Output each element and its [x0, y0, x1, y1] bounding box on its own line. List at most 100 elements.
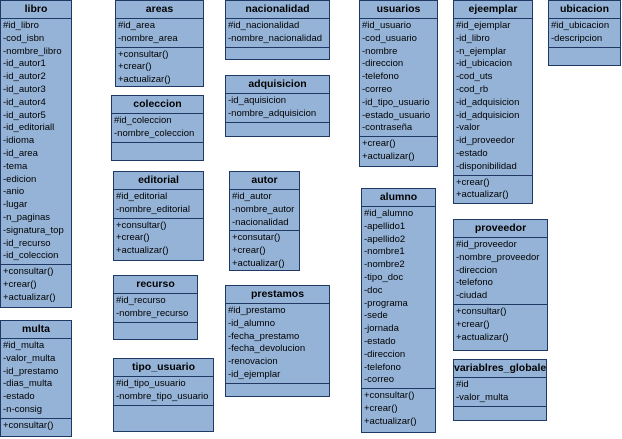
methods-section: +consutar()+crear()+actualizar() [230, 231, 299, 271]
method: +crear() [456, 318, 490, 330]
attribute: -nombre_tipo_usuario [116, 390, 209, 402]
methods-section [226, 48, 329, 60]
attribute: -id_adquisicion [456, 96, 520, 108]
attribute: -apellido1 [364, 220, 406, 232]
methods-section [454, 407, 546, 423]
method: +actualizar() [3, 291, 56, 303]
class-title: coleccion [112, 96, 203, 114]
method: +actualizar() [364, 415, 417, 427]
attribute: #id_proveedor [456, 239, 517, 250]
class-title: proveedor [454, 220, 547, 238]
attribute: -n-consig [3, 403, 43, 415]
attribute: -correo [362, 83, 393, 95]
attributes-section: #id_recurso-nombre_recurso [114, 294, 197, 323]
class-title: ubicacion [549, 1, 620, 19]
attribute: -lugar [3, 199, 28, 211]
attribute: #id_editorial [116, 191, 168, 202]
attribute: -id_prestamo [3, 365, 59, 377]
attribute: -nombre1 [364, 246, 405, 258]
attribute: -doc [364, 284, 383, 296]
attribute: -estado [456, 147, 488, 159]
class-title: usuarios [360, 1, 437, 19]
method: +crear() [116, 232, 150, 244]
method: +crear() [3, 278, 37, 290]
attribute: #id_multa [3, 340, 45, 351]
class-editorial: editorial#id_editorial-nombre_editorial+… [113, 171, 204, 261]
attribute: -nombre_autor [232, 203, 295, 215]
attributes-section: #id_editorial-nombre_editorial [114, 190, 203, 219]
class-variablres-globales: variablres_globales#id-valor_multa [453, 359, 547, 421]
attribute: #id [456, 379, 469, 390]
attribute: -id_coleccion [3, 250, 59, 262]
attribute: -estado [364, 335, 396, 347]
attribute: -edicion [3, 173, 37, 185]
attribute: -cod_rb [456, 83, 489, 95]
attribute: -ciudad [456, 290, 488, 302]
attribute: -id_adquisicion [456, 109, 520, 121]
class-recurso: recurso#id_recurso-nombre_recurso [113, 275, 198, 340]
attribute: -id_editoriall [3, 122, 55, 134]
method: +consultar() [364, 390, 415, 402]
methods-section [549, 48, 620, 50]
class-title: areas [116, 1, 203, 19]
attributes-section: #id_tipo_usuario-nombre_tipo_usuario [114, 377, 213, 406]
method: +crear() [118, 61, 152, 73]
attributes-section: #id_autor-nombre_autor-nacionalidad [230, 190, 299, 232]
attribute: -estado [3, 391, 35, 403]
class-title: prestamos [226, 286, 329, 304]
attribute: -sede [364, 310, 388, 322]
attributes-section: #id_alumno-apellido1-apellido2-nombre1-n… [362, 207, 435, 390]
class-prestamos: prestamos#id_prestamo-id_alumno-fecha_pr… [225, 285, 330, 397]
attribute: -id_autor3 [3, 83, 46, 95]
attribute: -nombre [362, 45, 398, 57]
attribute: -id_autor1 [3, 58, 46, 70]
attribute: -apellido2 [364, 233, 406, 245]
attribute: -direccion [364, 348, 406, 360]
attribute: #id_usuario [362, 20, 412, 31]
attribute: -estado_usuario [362, 109, 431, 121]
attribute: -id_autor5 [3, 109, 46, 121]
attribute: -signatura_top [3, 224, 64, 236]
method: +actualizar() [456, 189, 509, 201]
attribute: #id_libro [3, 20, 39, 31]
attributes-section: #id_prestamo-id_alumno-fecha_prestamo-fe… [226, 304, 329, 384]
attribute: -cod_usuario [362, 32, 417, 44]
class-title: autor [230, 172, 299, 190]
class-title: ejeemplar [454, 1, 532, 19]
class-ejeemplar: ejeemplar#id_ejemplar-id_libro-n_ejempla… [453, 0, 533, 204]
methods-section: +crear()+actualizar() [454, 176, 532, 204]
attribute: #id_ubicacion [551, 20, 610, 31]
attribute: -dias_multa [3, 378, 53, 390]
attribute: -programa [364, 297, 408, 309]
attribute: #id_ejemplar [456, 20, 511, 31]
attribute: -direccion [362, 58, 404, 70]
attribute: -telefono [364, 361, 401, 373]
methods-section: +consultar()+crear()+actualizar() [114, 219, 203, 259]
method: +consultar() [456, 305, 507, 317]
method: +actualizar() [116, 245, 169, 257]
methods-section [112, 143, 203, 163]
attribute: -id_area [3, 147, 38, 159]
attribute: -idioma [3, 135, 35, 147]
methods-section [226, 384, 329, 386]
method: +actualizar() [232, 257, 285, 269]
method: +crear() [364, 402, 398, 414]
attribute: -n_paginas [3, 211, 51, 223]
attribute: #id_nacionalidad [228, 20, 300, 31]
methods-section: +consultar()+crear()+actualizar() [454, 305, 547, 345]
attribute: -nombre_proveedor [456, 251, 540, 263]
attribute: -valor_multa [456, 391, 509, 403]
method: +crear() [232, 245, 266, 257]
attribute: -telefono [456, 277, 493, 289]
attribute: -nombre_recurso [116, 307, 189, 319]
class-proveedor: proveedor#id_proveedor-nombre_proveedor -… [453, 219, 548, 351]
attribute: -id_proveedor [456, 135, 515, 147]
method: +crear() [362, 138, 396, 150]
method: +consultar() [3, 266, 54, 278]
attributes-section: #id_libro-cod_isbn-nombre_libro-id_autor… [1, 19, 71, 266]
methods-section [226, 123, 329, 135]
class-nacionalidad: nacionalidad#id_nacionalidad-nombre_naci… [225, 0, 330, 60]
attribute: -telefono [362, 71, 399, 83]
attribute: -id_libro [456, 32, 490, 44]
class-autor: autor#id_autor-nombre_autor-nacionalidad… [229, 171, 300, 271]
